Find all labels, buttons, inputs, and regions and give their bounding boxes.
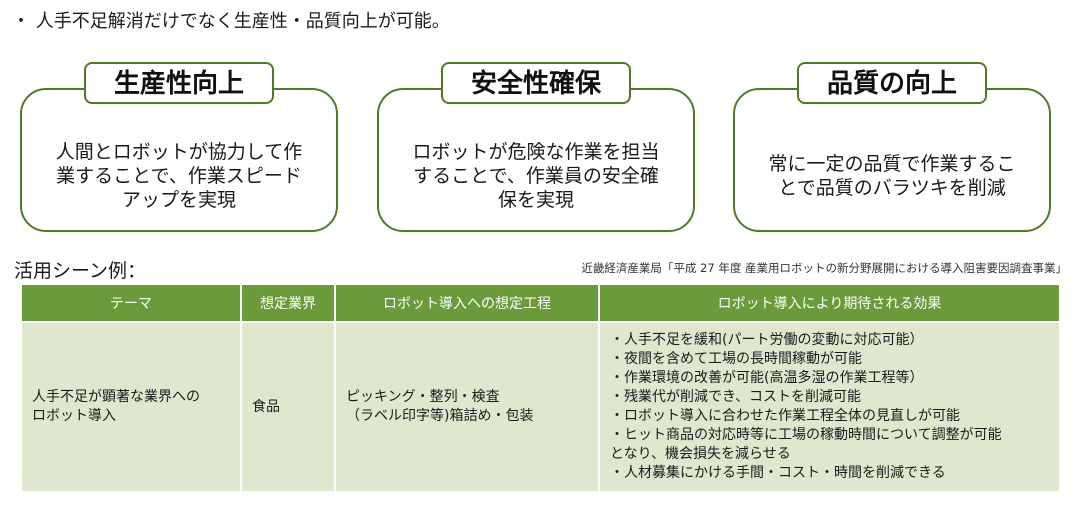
cell-effects: ・人手不足を緩和(パート労働の変動に対応可能） ・夜間を含めて工場の長時間稼動が… — [598, 321, 1061, 493]
table-row: 人手不足が顕著な業界への ロボット導入 食品 ピッキング・整列・検査 （ラベル印… — [20, 321, 1061, 493]
card-title: 品質の向上 — [796, 62, 988, 104]
column-header-industry: 想定業界 — [240, 283, 336, 323]
effect-item: ・夜間を含めて工場の長時間稼動が可能 — [610, 351, 862, 367]
card-safety: 安全性確保 ロボットが危険な作業を担当 することで、作業員の安全確 保を実現 — [377, 62, 695, 232]
card-title: 安全性確保 — [440, 62, 632, 104]
headline: ・ 人手不足解消だけでなく生産性・品質向上が可能。 — [12, 11, 450, 32]
cell-process: ピッキング・整列・検査 （ラベル印字等)箱詰め・包装 — [334, 321, 600, 493]
effect-item: ・ヒット商品の対応時等に工場の稼動時間について調整が可能 となり、機会損失を減ら… — [610, 427, 1002, 462]
card-body: ロボットが危険な作業を担当 することで、作業員の安全確 保を実現 — [412, 141, 660, 211]
use-case-table: テーマ 想定業界 ロボット導入への想定工程 ロボット導入により期待される効果 人… — [20, 283, 1061, 493]
table-header-row: テーマ 想定業界 ロボット導入への想定工程 ロボット導入により期待される効果 — [20, 283, 1061, 323]
column-header-effects: ロボット導入により期待される効果 — [598, 283, 1061, 323]
cell-theme: 人手不足が顕著な業界への ロボット導入 — [20, 321, 242, 493]
card-body: 常に一定の品質で作業するこ とで品質のバラツキを削減 — [768, 153, 1016, 199]
effect-item: ・人材募集にかける手間・コスト・時間を削減できる — [610, 465, 946, 481]
effect-item: ・残業代が削減でき、コストを削減可能 — [610, 389, 862, 405]
effect-item: ・作業環境の改善が可能(高温多湿の作業工程等） — [610, 370, 924, 386]
effect-item: ・人手不足を緩和(パート労働の変動に対応可能） — [610, 332, 924, 348]
column-header-process: ロボット導入への想定工程 — [334, 283, 600, 323]
source-citation: 近畿経済産業局「平成 27 年度 産業用ロボットの新分野展開における導入阻害要因… — [581, 261, 1067, 275]
column-header-theme: テーマ — [20, 283, 242, 323]
card-productivity: 生産性向上 人間とロボットが協力して作 業することで、作業スピード アップを実現 — [20, 62, 338, 232]
card-quality: 品質の向上 常に一定の品質で作業するこ とで品質のバラツキを削減 — [733, 62, 1051, 232]
section-label: 活用シーン例： — [14, 260, 147, 282]
card-title: 生産性向上 — [83, 62, 275, 104]
cell-industry: 食品 — [240, 321, 336, 493]
effect-item: ・ロボット導入に合わせた作業工程全体の見直しが可能 — [610, 408, 960, 424]
card-body: 人間とロボットが協力して作 業することで、作業スピード アップを実現 — [55, 141, 303, 211]
effects-list: ・人手不足を緩和(パート労働の変動に対応可能） ・夜間を含めて工場の長時間稼動が… — [610, 331, 1049, 483]
